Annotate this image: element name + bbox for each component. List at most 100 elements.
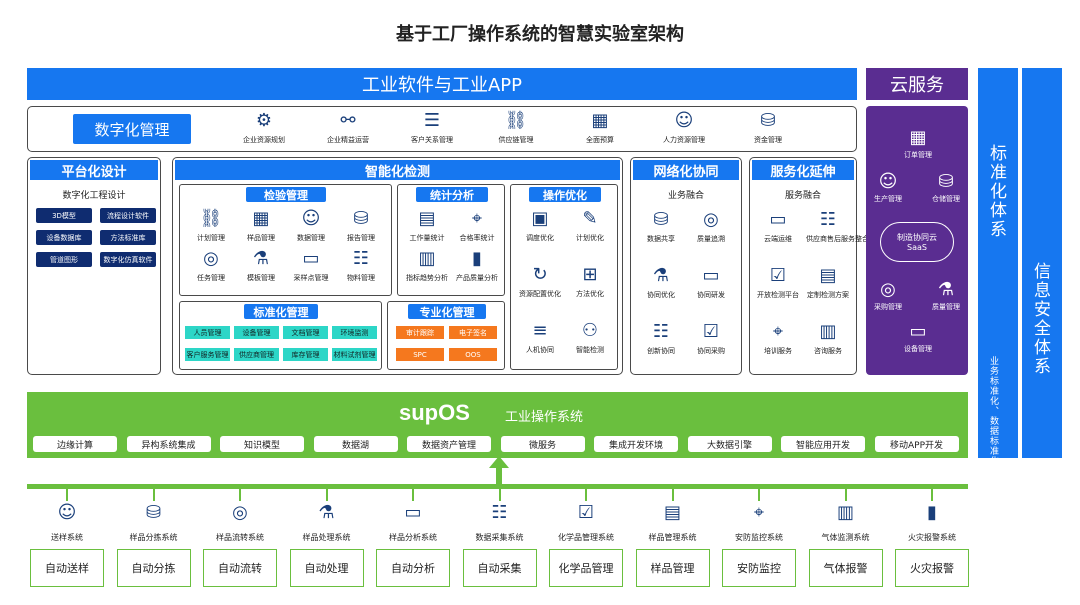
system-label: 数据采集系统 bbox=[475, 533, 524, 542]
digital-mgmt-item-label: 供应链管理 bbox=[498, 136, 534, 144]
system-connector bbox=[412, 489, 414, 501]
cloud-item-icon: ⚗ bbox=[937, 279, 955, 300]
inspection-item-label: 报告管理 bbox=[347, 234, 375, 242]
service-item-label: 云端运维 bbox=[764, 235, 792, 243]
supos-pill: 数据资产管理 bbox=[407, 436, 491, 452]
operation-item-label: 资源配置优化 bbox=[519, 290, 561, 298]
network-item-label: 协同优化 bbox=[647, 291, 675, 299]
operation-item-icon: ≡ bbox=[532, 320, 548, 341]
cloud-item-icon: ⛁ bbox=[938, 171, 954, 192]
digital-mgmt-item-label: 全面预算 bbox=[586, 136, 614, 144]
standard-panel: 标准化管理 人员管理设备管理文档管理环境监测客户服务管理供应商管理库存管理材料试… bbox=[179, 301, 382, 370]
cloud-item-label: 设备管理 bbox=[904, 345, 932, 353]
cloud-item-label: 质量管理 bbox=[932, 303, 960, 311]
inspection-title: 检验管理 bbox=[246, 187, 326, 202]
platform-pill: 管道图形 bbox=[36, 252, 92, 267]
digital-mgmt-item-icon: ⚯ bbox=[340, 110, 356, 131]
service-item-icon: ⌖ bbox=[772, 321, 784, 342]
professional-title: 专业化管理 bbox=[408, 304, 486, 319]
statistics-item-icon: ⌖ bbox=[471, 208, 483, 229]
cloud-center-line1: 制造协同云 bbox=[897, 233, 937, 242]
service-item-label: 咨询服务 bbox=[814, 347, 842, 355]
network-item-label: 创新协同 bbox=[647, 347, 675, 355]
device-box: 自动流转 bbox=[203, 549, 277, 587]
supos-pill: 大数据引擎 bbox=[687, 436, 772, 452]
statistics-item-label: 产品质量分析 bbox=[456, 274, 498, 282]
inspection-item-label: 采样点管理 bbox=[293, 274, 329, 282]
operation-title: 操作优化 bbox=[529, 187, 601, 202]
professional-pill: OOS bbox=[449, 348, 497, 361]
standard-pill: 客户服务管理 bbox=[185, 348, 230, 361]
digital-mgmt-item-label: 客户关系管理 bbox=[411, 136, 453, 144]
digital-mgmt-item-label: 资金管理 bbox=[754, 136, 782, 144]
digital-mgmt-panel: 数字化管理 ⚙企业资源规划⚯企业精益运营☰客户关系管理⛓供应链管理▦全面预算☺人… bbox=[27, 106, 857, 152]
digital-mgmt-item-icon: ⛁ bbox=[760, 110, 776, 131]
inspection-item-icon: ☺ bbox=[301, 208, 321, 229]
standard-pill: 环境监测 bbox=[332, 326, 377, 339]
security-bar: 信息安全体系 bbox=[1022, 68, 1062, 458]
system-icon: ⛁ bbox=[145, 502, 162, 523]
service-panel: 服务化延伸 服务融合 ▭云端运维☷供应商售后服务整合☑开放检测平台▤定制检测方案… bbox=[749, 157, 869, 375]
network-item-icon: ⛁ bbox=[653, 209, 669, 230]
system-icon: ☑ bbox=[577, 502, 595, 523]
service-subtitle: 服务融合 bbox=[784, 191, 821, 201]
system-label: 样品分拣系统 bbox=[129, 533, 178, 542]
cloud-item-icon: ☺ bbox=[878, 171, 898, 192]
operation-item-icon: ↻ bbox=[532, 264, 548, 285]
device-box: 化学品管理 bbox=[549, 549, 623, 587]
network-subtitle: 业务融合 bbox=[667, 191, 704, 201]
network-item-label: 数据共享 bbox=[647, 235, 675, 243]
network-item-label: 协同采购 bbox=[697, 347, 725, 355]
digital-mgmt-item-icon: ▦ bbox=[591, 110, 609, 131]
page-title: 基于工厂操作系统的智慧实验室架构 bbox=[396, 24, 684, 45]
inspection-item-label: 任务管理 bbox=[197, 274, 225, 282]
supos-pill: 异构系统集成 bbox=[126, 436, 211, 452]
inspection-item-icon: ▦ bbox=[252, 208, 270, 229]
system-icon: ☺ bbox=[57, 502, 77, 523]
system-icon: ⌖ bbox=[753, 502, 765, 523]
platform-pill: 设备数据库 bbox=[36, 230, 92, 245]
service-item-label: 供应商售后服务整合 bbox=[806, 235, 869, 243]
service-item-label: 开放检测平台 bbox=[757, 291, 799, 299]
device-box: 自动分析 bbox=[376, 549, 450, 587]
statistics-item-icon: ▥ bbox=[418, 248, 436, 269]
cloud-item-icon: ▭ bbox=[909, 321, 927, 342]
service-item-icon: ▭ bbox=[769, 209, 787, 230]
service-item-label: 定制检测方案 bbox=[807, 291, 849, 299]
network-item-icon: ⚗ bbox=[652, 265, 670, 286]
inspection-item-icon: ⛓ bbox=[199, 208, 223, 229]
supos-pill: 移动APP开发 bbox=[874, 436, 959, 452]
system-connector bbox=[325, 489, 328, 501]
device-box: 火灾报警 bbox=[895, 549, 969, 587]
system-icon: ⚗ bbox=[318, 502, 335, 523]
system-label: 样品管理系统 bbox=[648, 533, 697, 542]
platform-pill: 流程设计软件 bbox=[100, 208, 156, 223]
statistics-item-label: 工作量统计 bbox=[409, 234, 445, 242]
arrow-up-icon bbox=[489, 456, 509, 468]
statistics-panel: 统计分析 ▤工作量统计⌖合格率统计▥指标趋势分析▮产品质量分析 bbox=[397, 184, 505, 296]
inspection-item-icon: ☷ bbox=[352, 248, 370, 269]
cloud-item-label: 仓储管理 bbox=[932, 195, 960, 203]
system-label: 样品处理系统 bbox=[302, 533, 351, 542]
system-connector bbox=[152, 489, 155, 501]
system-connector bbox=[844, 489, 847, 501]
device-box: 自动分拣 bbox=[116, 549, 191, 587]
supos-pill: 边缘计算 bbox=[33, 436, 117, 452]
supos-pill: 集成开发环境 bbox=[594, 436, 678, 452]
digital-mgmt-item-icon: ⚙ bbox=[255, 110, 273, 131]
supos-bar: supOS 工业操作系统 边缘计算异构系统集成知识模型数据湖数据资产管理微服务集… bbox=[27, 392, 968, 458]
bus-line bbox=[27, 484, 968, 489]
inspection-item-label: 物料管理 bbox=[347, 274, 375, 282]
software-bar: 工业软件与工业APP bbox=[27, 68, 857, 100]
system-icon: ▮ bbox=[927, 502, 937, 523]
system-icon: ▥ bbox=[836, 502, 854, 523]
operation-item-label: 计划优化 bbox=[576, 234, 604, 242]
network-item-icon: ◎ bbox=[703, 209, 719, 230]
network-item-icon: ☑ bbox=[702, 321, 720, 342]
statistics-item-icon: ▤ bbox=[418, 208, 436, 229]
supos-pill: 数据湖 bbox=[313, 436, 398, 452]
professional-pill: 电子签名 bbox=[449, 326, 497, 339]
system-label: 气体监测系统 bbox=[821, 533, 870, 542]
std-system-bar: 标准化体系 业务标准化、数据标准化、技术标准化 bbox=[978, 68, 1018, 526]
